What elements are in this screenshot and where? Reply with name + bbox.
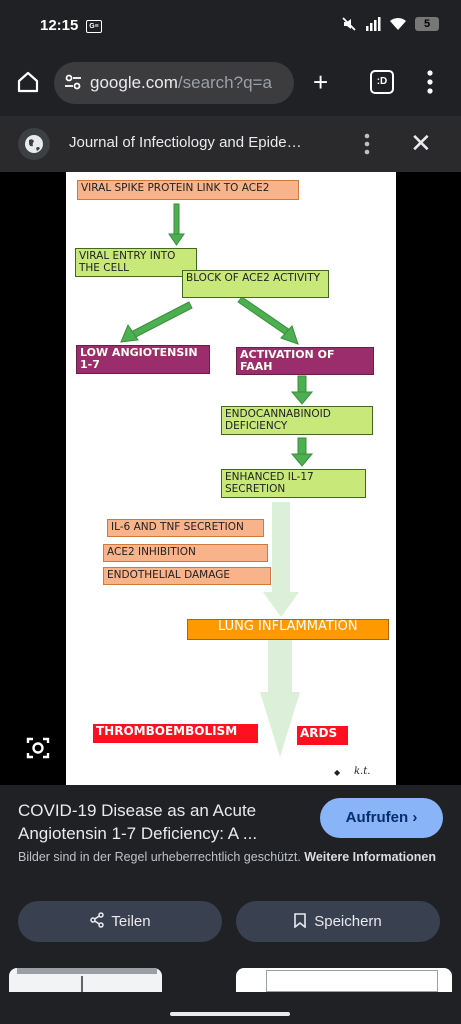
pale-arrow-top: [263, 502, 299, 617]
flowchart-arrows: [120, 203, 314, 757]
box-block-ace2: BLOCK OF ACE2 ACTIVITY: [182, 270, 329, 298]
url-host: google.com: [90, 73, 178, 92]
site-settings-icon[interactable]: [64, 73, 82, 91]
share-button[interactable]: Teilen: [18, 901, 222, 942]
box-ards: ARDS: [297, 726, 348, 745]
copyright-notice: Bilder sind in der Regel urheberrechtlic…: [18, 849, 438, 866]
figure-signature: k.t.: [354, 766, 371, 777]
url-path: /search?q=a: [177, 73, 272, 92]
wifi-icon: [390, 17, 406, 30]
battery-icon: 5: [415, 17, 439, 31]
arrow-head-2: [290, 391, 314, 405]
share-icon: [90, 912, 105, 928]
result-title[interactable]: COVID-19 Disease as an Acute Angiotensin…: [18, 801, 258, 843]
save-button[interactable]: Speichern: [236, 901, 440, 942]
arrow-head-left: [120, 323, 139, 343]
more-options-icon[interactable]: [364, 132, 370, 156]
box-lung-inflammation: LUNG INFLAMMATION: [187, 619, 389, 640]
box-il6-tnf: IL-6 AND TNF SECRETION: [107, 519, 264, 537]
chevron-right-icon: ›: [412, 809, 418, 826]
home-icon[interactable]: [16, 70, 40, 94]
more-menu-icon[interactable]: [427, 69, 433, 95]
box-viral-entry: VIRAL ENTRY INTO THE CELL: [75, 248, 197, 277]
save-label: Speichern: [314, 913, 382, 930]
box-low-angiotensin: LOW ANGIOTENSIN 1-7: [76, 345, 210, 374]
globe-icon: [18, 128, 50, 160]
g-badge-icon: G≡: [86, 20, 102, 33]
lens-icon[interactable]: [24, 734, 52, 762]
arrow-head-1: [168, 233, 185, 246]
box-endothelial-damage: ENDOTHELIAL DAMAGE: [103, 567, 271, 585]
image-viewer-header: Journal of Infectiology and Epide… ✕: [0, 116, 461, 172]
browser-toolbar: google.com/search?q=a + :D: [0, 50, 461, 116]
share-label: Teilen: [111, 913, 151, 930]
flowchart-image[interactable]: VIRAL SPIKE PROTEIN LINK TO ACE2 VIRAL E…: [66, 172, 396, 785]
status-time: 12:15: [40, 17, 79, 34]
logo-icon: ◆: [334, 768, 341, 777]
arrow-shaft-2: [297, 375, 307, 395]
related-image-thumb-2[interactable]: [236, 968, 452, 992]
mute-icon: [342, 17, 356, 31]
image-info-panel: COVID-19 Disease as an Acute Angiotensin…: [0, 785, 461, 1024]
visit-button[interactable]: Aufrufen ›: [320, 798, 443, 838]
box-ace2-inhibition: ACE2 INHIBITION: [103, 544, 268, 562]
box-il17: ENHANCED IL-17 SECRETION: [221, 469, 366, 498]
signal-icon: [366, 17, 381, 31]
address-bar[interactable]: google.com/search?q=a: [54, 62, 294, 104]
arrow-head-right: [280, 325, 299, 345]
arrow-shaft-right: [237, 296, 291, 336]
gesture-nav-handle[interactable]: [170, 1012, 290, 1016]
close-button[interactable]: ✕: [410, 128, 432, 158]
status-bar: 12:15 G≡ 5: [0, 0, 461, 50]
more-info-link[interactable]: Weitere Informationen: [304, 850, 437, 864]
arrow-shaft-left: [130, 301, 193, 339]
box-viral-spike: VIRAL SPIKE PROTEIN LINK TO ACE2: [77, 180, 299, 200]
arrow-shaft-3: [297, 437, 307, 457]
copyright-text: Bilder sind in der Regel urheberrechtlic…: [18, 850, 301, 864]
related-image-thumb-1[interactable]: [9, 968, 162, 992]
arrow-shaft-1: [173, 203, 180, 237]
arrow-head-3: [290, 453, 314, 467]
box-thromboembolism: THROMBOEMBOLISM: [93, 724, 258, 743]
status-icons: 5: [341, 16, 439, 32]
new-tab-button[interactable]: +: [313, 67, 329, 97]
box-endocannabinoid: ENDOCANNABINOID DEFICIENCY: [221, 406, 373, 435]
url-text[interactable]: google.com/search?q=a: [90, 73, 272, 93]
bookmark-icon: [294, 913, 307, 929]
pale-arrow-bottom: [260, 627, 300, 757]
box-activation-faah: ACTIVATION OF FAAH: [236, 347, 374, 375]
tab-switcher-button[interactable]: :D: [370, 70, 394, 94]
source-title[interactable]: Journal of Infectiology and Epide…: [69, 134, 302, 151]
visit-button-label: Aufrufen: [345, 809, 409, 826]
